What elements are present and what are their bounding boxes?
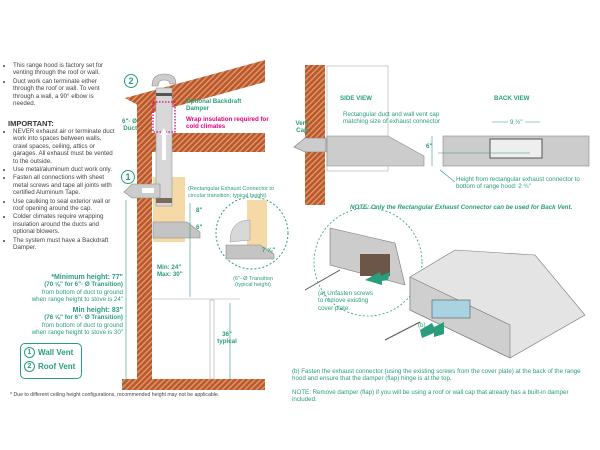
intro-bullet: Duct work can terminate either through t… <box>13 78 117 108</box>
up-arrow <box>160 128 168 160</box>
vent-arrow <box>142 188 154 193</box>
connector-label: (Rectangular Exhaust Connector to circul… <box>188 186 274 199</box>
height-note: Height from rectangular exhaust connecto… <box>456 176 580 191</box>
range-hood <box>152 221 201 239</box>
dimension-lines <box>125 200 240 385</box>
legend-number: 1 <box>24 347 35 358</box>
dim-8: 8" <box>196 207 203 214</box>
stove <box>209 299 215 380</box>
floor <box>122 379 265 390</box>
important-bullet: Fasten all connections with sheet metal … <box>13 174 117 196</box>
intro-bullet: This range hood is factory set for venti… <box>13 62 117 77</box>
side-dim-6: 6" <box>426 143 433 150</box>
exterior-wall <box>137 100 152 385</box>
important-bullets: NEVER exhaust air or terminate duct work… <box>4 128 117 253</box>
step-b-instruction: (b) Fasten the exhaust connector (using … <box>292 368 581 383</box>
detail-label: (6"- Ø Transition (typical height) <box>233 276 273 288</box>
back-view-title: BACK VIEW <box>494 95 530 102</box>
exhaust-connector <box>431 299 471 319</box>
back-exhaust-connector <box>489 138 543 159</box>
side-view-wall <box>305 65 325 205</box>
side-vent-cap <box>293 137 327 153</box>
insulation-label: Wrap insulation required for cold climat… <box>186 116 269 131</box>
important-bullet: The system must have a Backdraft Damper. <box>13 237 117 252</box>
duct-note: Rectangular duct and wall vent cap match… <box>343 111 440 126</box>
roof-cap <box>151 73 177 87</box>
typical-height-label: 36" typical <box>217 331 237 346</box>
ceiling-slab <box>152 133 265 152</box>
important-bullet: Colder climates require wrapping insulat… <box>13 213 117 235</box>
insert-arrow <box>420 322 444 338</box>
cover-plate-opening <box>360 254 390 276</box>
height-sub: (70 ⅝" for 6"- Ø Transition) <box>44 281 123 289</box>
intro-bullets: This range hood is factory set for venti… <box>4 62 117 108</box>
height-note: when range height to stove is 30" <box>31 329 123 337</box>
important-bullet: Use caulking to seal exterior wall or ro… <box>13 198 117 213</box>
legend-label: Wall Vent <box>38 348 74 357</box>
backdraft-damper <box>156 93 172 96</box>
back-width-dim: 9 ½" <box>508 119 525 127</box>
damper-note: NOTE: Remove damper (flap) if you will b… <box>292 389 569 404</box>
height-spec-24: *Minimum height: 77" (70 ⅝" for 6"- Ø Tr… <box>10 274 123 304</box>
dim-6: 6" <box>196 224 203 231</box>
detail-elbow <box>229 219 251 243</box>
assembly-detail-circle <box>313 207 423 317</box>
height-title: *Minimum height: 77" <box>51 274 123 281</box>
side-view-hood <box>326 135 425 167</box>
detail-hood <box>225 244 275 260</box>
legend-label: Roof Vent <box>38 362 76 371</box>
screwdriver-a <box>304 269 341 291</box>
transition <box>156 198 172 203</box>
min-max-label: Min: 24" Max: 30" <box>157 264 183 279</box>
height-title: Min height: 83" <box>72 307 123 314</box>
dim-detail: 7 ⅝" <box>262 247 276 254</box>
step-b-marker: (b) <box>418 322 426 329</box>
detail-cabinet <box>247 200 267 250</box>
back-vent-note: NOTE: Only the Rectangular Exhaust Conne… <box>350 204 573 211</box>
duct-label: 6"- Ø Duct <box>122 118 137 133</box>
screwdriver-b <box>384 321 421 341</box>
side-view-title: SIDE VIEW <box>340 95 372 102</box>
height-spec-30: Min height: 83" (76 ⅝" for 6"- Ø Transit… <box>10 307 123 337</box>
damper-label: Optional Backdraft Damper <box>186 98 242 113</box>
height-note: from bottom of duct to ground <box>41 288 123 296</box>
important-bullet: Use metal/aluminum duct work only. <box>13 166 117 173</box>
wall-vent-marker: 1 <box>121 170 135 184</box>
roof-vent-marker: 2 <box>124 74 138 88</box>
side-view-cabinet <box>326 65 389 172</box>
important-heading: IMPORTANT: <box>8 119 54 128</box>
height-note: when range height to stove is 24" <box>31 296 123 304</box>
important-bullet: NEVER exhaust air or terminate duct work… <box>13 128 117 165</box>
legend-number: 2 <box>24 361 35 372</box>
vent-cap-label: Vent Cap <box>295 120 309 135</box>
height-note: from bottom of duct to ground <box>41 321 123 329</box>
height-sub: (76 ⅝" for 6"- Ø Transition) <box>44 314 123 322</box>
remove-arrow <box>365 272 390 285</box>
footnote: * Due to different ceiling height config… <box>10 392 220 398</box>
step-a-label: (a) Unfasten screws to remove existing c… <box>318 290 374 312</box>
